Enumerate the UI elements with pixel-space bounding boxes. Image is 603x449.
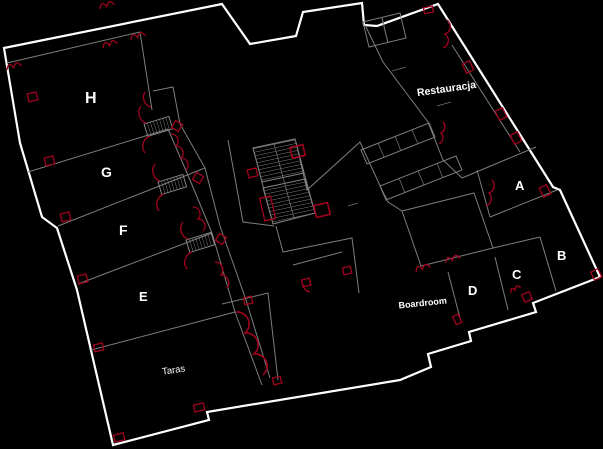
corridor-stair-units bbox=[143, 115, 216, 253]
room-label-terrace: Taras bbox=[161, 363, 186, 377]
room-label-g: G bbox=[101, 164, 112, 180]
room-label-boardroom: Boardroom bbox=[398, 296, 447, 311]
room-label-e: E bbox=[139, 289, 148, 304]
interior-walls bbox=[6, 12, 558, 386]
door-markers bbox=[6, 1, 603, 443]
room-label-a: A bbox=[515, 178, 525, 193]
room-label-restaurant: Restauracja bbox=[416, 79, 477, 99]
room-label-c: C bbox=[512, 267, 522, 282]
room-label-h: H bbox=[85, 90, 97, 107]
room-label-d: D bbox=[468, 283, 477, 298]
room-label-f: F bbox=[119, 222, 128, 238]
room-label-b: B bbox=[557, 248, 566, 263]
